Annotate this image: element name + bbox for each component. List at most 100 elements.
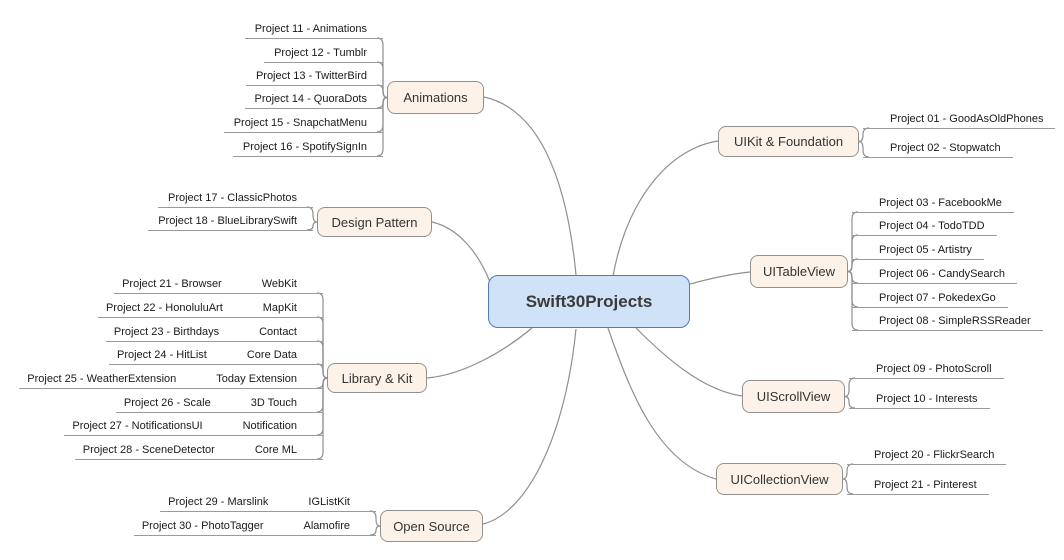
leaf-label: Project 15 - SnapchatMenu — [233, 117, 367, 129]
leaf-row[interactable]: Project 22 - HonoluluArt MapKit — [97, 297, 323, 318]
leaf-row[interactable]: Project 13 - TwitterBird — [245, 65, 383, 86]
leaf-label: Project 02 - Stopwatch — [890, 142, 1001, 154]
leaf-label: Project 21 - Pinterest — [874, 479, 977, 491]
leaf-kit-label: Alamofire — [303, 520, 350, 532]
leaf-label: Project 10 - Interests — [876, 393, 978, 405]
leaf-label: Project 26 - Scale — [123, 397, 211, 409]
leaf-kit-label: MapKit — [262, 302, 297, 314]
leaf-bracket — [369, 525, 381, 536]
leaf-label: Project 04 - TodoTDD — [879, 220, 985, 232]
leaf-kit-label: WebKit — [261, 278, 297, 290]
branch-curve-open-source — [482, 328, 577, 525]
leaf-row[interactable]: Project 03 - FacebookMe — [852, 192, 1014, 213]
leaf-label: Project 01 - GoodAsOldPhones — [890, 113, 1044, 125]
leaf-label: Project 18 - BlueLibrarySwift — [158, 215, 297, 227]
topic-label: Design Pattern — [331, 214, 418, 230]
central-topic[interactable]: Swift30Projects — [488, 275, 690, 328]
leaf-label: Project 14 - QuoraDots — [254, 93, 368, 105]
topic-uitableview[interactable]: UITableView — [750, 255, 848, 288]
leaf-kit-label: Today Extension — [216, 373, 297, 385]
leaf-row[interactable]: Project 18 - BlueLibrarySwift — [148, 210, 313, 231]
leaf-label: Project 09 - PhotoScroll — [876, 363, 992, 375]
leaf-row[interactable]: Project 21 - Pinterest — [847, 474, 989, 495]
leaf-bracket — [842, 478, 854, 495]
leaf-bracket — [306, 221, 318, 231]
leaf-label: Project 06 - CandySearch — [879, 268, 1005, 280]
topic-open-source[interactable]: Open Source — [380, 510, 483, 542]
leaf-label: Project 30 - PhotoTagger — [141, 520, 264, 532]
topic-label: UIKit & Foundation — [733, 134, 844, 149]
leaf-row[interactable]: Project 02 - Stopwatch — [863, 137, 1013, 158]
branch-curve-uicollectionview — [607, 327, 717, 480]
leaf-row[interactable]: Project 23 - Birthdays Contact — [105, 321, 323, 342]
leaf-row[interactable]: Project 11 - Animations — [244, 18, 383, 39]
leaf-row[interactable]: Project 05 - Artistry — [852, 239, 984, 260]
topic-uicollectionview[interactable]: UICollectionView — [716, 463, 843, 495]
leaf-row[interactable]: Project 24 - HitList Core Data — [108, 344, 323, 365]
leaf-row[interactable]: Project 29 - Marslink IGListKit — [160, 491, 376, 512]
leaf-label: Project 22 - HonoluluArt — [105, 302, 223, 314]
leaf-label: Project 17 - ClassicPhotos — [168, 192, 297, 204]
leaf-row[interactable]: Project 21 - Browser WebKit — [114, 273, 323, 294]
topic-label: UIScrollView — [756, 389, 831, 404]
topic-label: Open Source — [393, 518, 470, 534]
leaf-row[interactable]: Project 06 - CandySearch — [852, 263, 1017, 284]
topic-label: Animations — [403, 90, 468, 105]
leaf-row[interactable]: Project 30 - PhotoTagger Alamofire — [133, 515, 376, 536]
leaf-row[interactable]: Project 17 - ClassicPhotos — [158, 187, 313, 208]
leaf-label: Project 13 - TwitterBird — [255, 70, 367, 82]
leaf-kit-label: Notification — [242, 420, 297, 432]
leaf-row[interactable]: Project 04 - TodoTDD — [852, 215, 997, 236]
branch-curve-uitableview — [689, 271, 751, 285]
topic-animations[interactable]: Animations — [387, 81, 484, 114]
branch-curve-uiscrollview — [635, 327, 743, 397]
leaf-label: Project 23 - Birthdays — [113, 326, 220, 338]
branch-curve-animations — [483, 96, 577, 276]
leaf-label: Project 08 - SimpleRSSReader — [879, 315, 1031, 327]
leaf-row[interactable]: Project 14 - QuoraDots — [244, 88, 383, 109]
leaf-kit-label: Core Data — [246, 349, 297, 361]
branch-curve-uikit-foundation — [612, 140, 719, 277]
leaf-bracket — [844, 395, 856, 409]
leaf-row[interactable]: Project 10 - Interests — [849, 388, 990, 409]
leaf-label: Project 03 - FacebookMe — [879, 197, 1002, 209]
leaf-row[interactable]: Project 15 - SnapchatMenu — [223, 112, 383, 133]
leaf-row[interactable]: Project 12 - Tumblr — [264, 42, 383, 63]
leaf-row[interactable]: Project 20 - FlickrSearch — [847, 444, 1007, 465]
branch-curve-design-pattern — [431, 221, 491, 283]
leaf-row[interactable]: Project 16 - SpotifySignIn — [232, 136, 383, 157]
leaf-bracket — [376, 96, 388, 157]
leaf-kit-label: Core ML — [254, 444, 297, 456]
leaf-bracket — [316, 377, 328, 460]
branch-curve-library-kit — [426, 327, 533, 379]
leaf-label: Project 27 - NotificationsUI — [72, 420, 203, 432]
leaf-label: Project 21 - Browser — [122, 278, 222, 290]
central-topic-label: Swift30Projects — [525, 291, 653, 311]
leaf-row[interactable]: Project 27 - NotificationsUI Notification — [64, 415, 323, 436]
topic-uiscrollview[interactable]: UIScrollView — [742, 380, 845, 413]
leaf-kit-label: Contact — [259, 326, 297, 338]
leaf-row[interactable]: Project 08 - SimpleRSSReader — [852, 310, 1043, 331]
leaf-row[interactable]: Project 09 - PhotoScroll — [849, 358, 1004, 379]
topic-uikit-foundation[interactable]: UIKit & Foundation — [718, 126, 859, 157]
topic-library-kit[interactable]: Library & Kit — [327, 363, 427, 393]
topic-design-pattern[interactable]: Design Pattern — [317, 207, 432, 237]
leaf-label: Project 16 - SpotifySignIn — [242, 141, 367, 153]
leaf-bracket — [858, 140, 870, 158]
leaf-row[interactable]: Project 01 - GoodAsOldPhones — [863, 108, 1056, 129]
leaf-row[interactable]: Project 07 - PokedexGo — [852, 287, 1008, 308]
leaf-kit-label: IGListKit — [308, 496, 350, 508]
leaf-label: Project 20 - FlickrSearch — [874, 449, 995, 461]
leaf-label: Project 24 - HitList — [116, 349, 207, 361]
leaf-row[interactable]: Project 26 - Scale 3D Touch — [115, 392, 323, 413]
leaf-bracket — [847, 270, 859, 331]
leaf-label: Project 29 - Marslink — [168, 496, 269, 508]
topic-label: Library & Kit — [341, 370, 413, 386]
leaf-label: Project 12 - Tumblr — [274, 47, 367, 59]
topic-label: UICollectionView — [730, 471, 829, 487]
leaf-kit-label: 3D Touch — [250, 397, 297, 409]
leaf-label: Project 05 - Artistry — [879, 244, 972, 256]
